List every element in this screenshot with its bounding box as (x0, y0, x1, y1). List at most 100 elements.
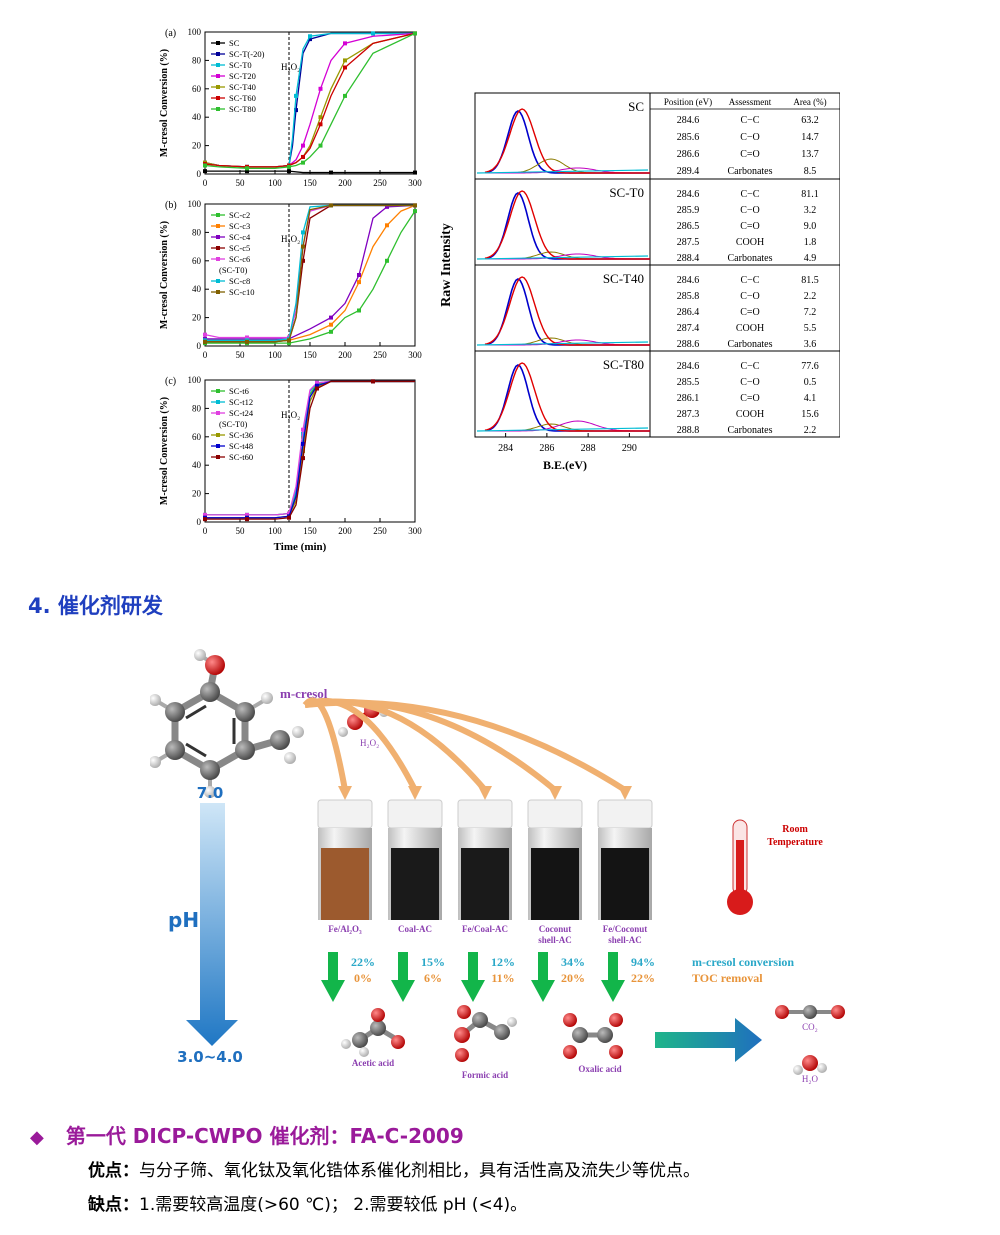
ph-bottom-value: 3.0~4.0 (177, 1048, 243, 1066)
to-mineralization-arrow (655, 1018, 762, 1062)
data-point (301, 449, 305, 453)
xps-panel-name: SC-T80 (603, 357, 644, 372)
xps-cell: C−O (740, 132, 760, 143)
generation-title: ◆第一代 DICP-CWPO 催化剂：FA-C-2009 (30, 1120, 464, 1149)
y-tick-label: 0 (197, 517, 202, 527)
xps-x-tick-label: 286 (539, 443, 554, 454)
data-point (301, 441, 305, 446)
data-point (329, 170, 333, 175)
data-point (245, 512, 249, 517)
x-tick-label: 250 (373, 178, 387, 188)
vial-cap (317, 799, 373, 829)
xps-baseline (476, 427, 649, 432)
data-point (301, 143, 305, 148)
data-point (357, 280, 361, 285)
x-tick-label: 200 (338, 526, 352, 536)
vial-cap (527, 799, 583, 829)
catalyst-name: shell-AC (608, 935, 642, 945)
xps-cell: 5.5 (804, 323, 817, 334)
data-point (315, 386, 319, 391)
data-point (301, 160, 305, 165)
vial-cap (597, 799, 653, 829)
xps-cell: 287.3 (677, 409, 700, 420)
legend-marker (216, 279, 220, 283)
catalyst-name: Coal-AC (398, 924, 432, 934)
xps-cell: C−C (741, 361, 760, 372)
data-point (203, 339, 207, 344)
data-point (245, 517, 249, 522)
y-tick-label: 40 (192, 284, 202, 294)
data-point (287, 164, 291, 169)
data-point (287, 338, 291, 343)
xps-x-tick-label: 288 (581, 443, 596, 454)
xps-cc-peak (484, 110, 650, 174)
x-tick-label: 50 (236, 350, 246, 360)
legend-marker (216, 41, 220, 45)
legend-toc: TOC removal (692, 971, 763, 985)
y-tick-label: 100 (188, 199, 202, 209)
catalyst-name: shell-AC (538, 935, 572, 945)
xps-panel-name: SC-T40 (603, 271, 644, 286)
toc-value: 0% (354, 971, 372, 985)
xps-cell: 77.6 (801, 361, 819, 372)
acetic-acid-molecule (341, 1008, 405, 1057)
legend-marker (216, 411, 220, 415)
xps-cell: 286.6 (677, 149, 700, 160)
xps-cell: 284.6 (677, 275, 700, 286)
y-tick-label: 20 (192, 489, 202, 499)
legend-marker (216, 389, 220, 393)
orange-arrow-head (338, 786, 352, 800)
vial-catalyst-fill (321, 848, 369, 920)
data-point (318, 122, 323, 127)
legend-marker (216, 107, 220, 111)
x-tick-label: 50 (236, 178, 246, 188)
ph-arrow (186, 803, 238, 1046)
xps-cell: 288.4 (677, 253, 700, 264)
xps-cell: Carbonates (728, 166, 773, 177)
orange-arrow-head (408, 786, 422, 800)
xps-cell: C=O (740, 393, 760, 404)
xps-cell: C−C (741, 189, 760, 200)
legend-entry: SC-c6 (229, 254, 250, 264)
m-cresol-label: m-cresol (280, 686, 328, 701)
panel-label: (a) (165, 28, 176, 39)
toc-value: 22% (631, 971, 655, 985)
y-tick-label: 60 (192, 84, 202, 94)
room-temp-line1: Room (782, 824, 808, 835)
product-oxalic: Oxalic acid (578, 1064, 621, 1074)
data-point (287, 511, 291, 516)
xps-cell: 285.9 (677, 205, 700, 216)
xps-cell: 284.6 (677, 361, 700, 372)
xps-envelope (484, 362, 650, 432)
pros-label: 优点： (88, 1161, 139, 1181)
vial-catalyst-fill (531, 848, 579, 920)
legend-entry: SC-c3 (229, 221, 250, 231)
h2o-label: H₂O (802, 1074, 819, 1084)
data-point (301, 244, 305, 249)
toc-value: 20% (561, 971, 585, 985)
conversion-value: 34% (561, 955, 585, 969)
catalyst-schematic: m-cresol H₂O₂ 7.0 pH 3.0~4.0 Fe/Al₂O₃22%… (150, 649, 845, 1084)
data-point (413, 203, 417, 208)
data-point (329, 322, 333, 327)
y-axis-label: M-cresol Conversion (%) (159, 221, 170, 329)
xps-envelope (484, 190, 650, 260)
xps-table-header: Area (%) (793, 97, 826, 107)
xps-cell: 289.4 (677, 166, 700, 177)
legend-entry: SC-T60 (229, 93, 256, 103)
y-tick-label: 80 (192, 403, 202, 413)
xps-cell: Carbonates (728, 339, 773, 350)
xps-x-tick-label: 284 (498, 443, 513, 454)
data-point (315, 380, 319, 385)
y-tick-label: 0 (197, 341, 202, 351)
legend-marker (216, 400, 220, 404)
green-down-arrow (601, 952, 625, 1002)
xps-cell: 285.6 (677, 132, 700, 143)
x-tick-label: 0 (203, 526, 208, 536)
xps-cell: 286.1 (677, 393, 700, 404)
x-tick-label: 100 (268, 526, 282, 536)
xps-cell: 63.2 (801, 115, 819, 126)
section-heading: 4. 催化剂研发 (28, 594, 163, 618)
